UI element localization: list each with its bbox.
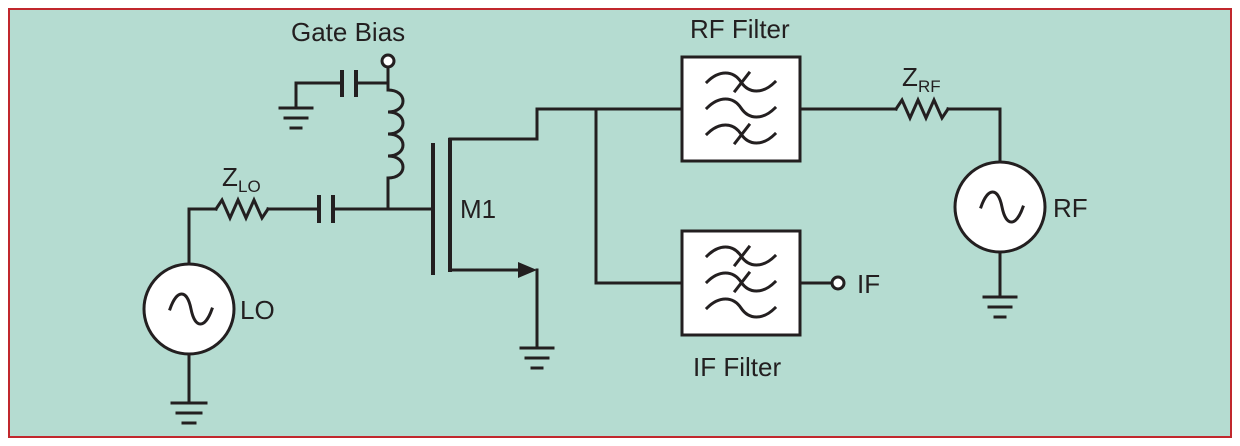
transistor-m1 [431, 107, 684, 278]
drain-wire [448, 107, 684, 141]
bias-inductor-icon [386, 88, 405, 180]
if-filter-icon [704, 244, 778, 319]
z-rf-resistor-icon [893, 96, 951, 122]
rf-ground-icon [982, 295, 1018, 319]
rf-filter-label: RF Filter [690, 14, 790, 44]
source-arrow-icon [518, 262, 537, 278]
if-branch-wire [594, 107, 684, 285]
lo-source-label: LO [240, 295, 275, 325]
source-ground-icon [519, 346, 555, 370]
if-filter [680, 229, 802, 337]
if-output-terminal [830, 275, 846, 291]
z-lo-label: Z LO [222, 162, 261, 196]
rf-source [953, 160, 1047, 254]
z-rf-label: Z RF [902, 62, 941, 96]
bias-ground-icon [278, 106, 314, 130]
rf-source-icon [953, 160, 1047, 254]
gate-bias-label: Gate Bias [291, 17, 405, 47]
rf-source-label: RF [1053, 193, 1088, 223]
rf-source-wire [946, 107, 1002, 164]
lo-ground-icon [170, 401, 208, 425]
rf-filter-icon [704, 70, 778, 146]
transistor-label: M1 [460, 194, 496, 224]
diagram-panel [8, 8, 1232, 438]
if-port-label: IF [857, 269, 880, 299]
bias-ground-wire [294, 81, 344, 110]
gate-bias-terminal [380, 53, 396, 69]
lo-source-icon [142, 262, 236, 356]
lo-wire [187, 207, 218, 266]
lo-source [142, 262, 236, 356]
if-filter-label: IF Filter [693, 352, 781, 382]
rf-filter [680, 55, 802, 163]
sine-wave-icon [979, 190, 1025, 224]
sine-wave-icon [168, 292, 214, 326]
z-lo-resistor-icon [213, 196, 271, 222]
